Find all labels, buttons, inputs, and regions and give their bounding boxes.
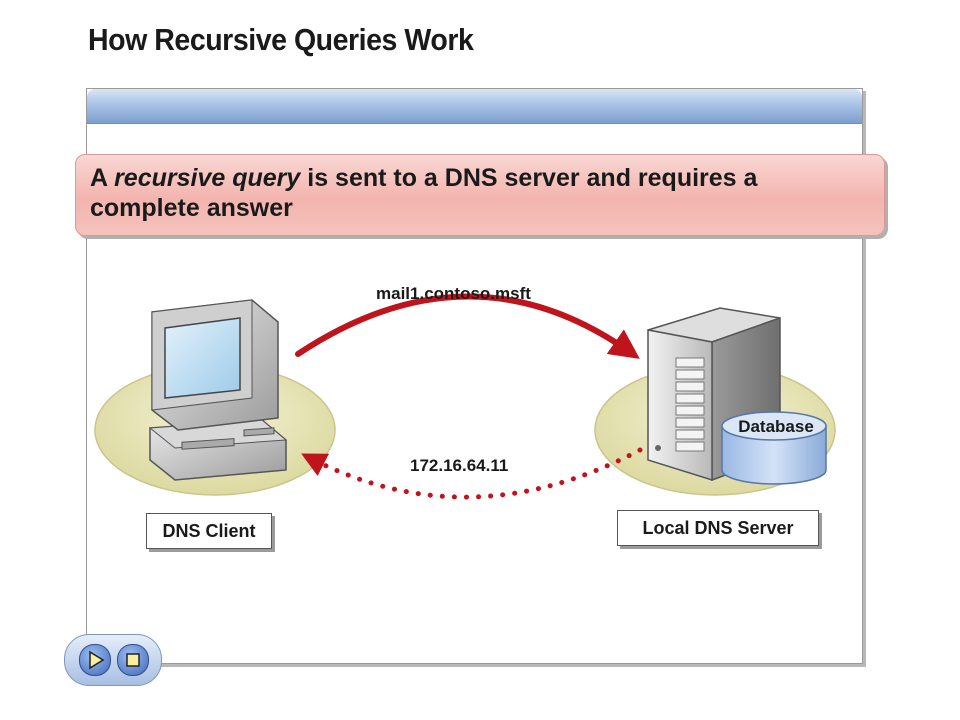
server-label: Local DNS Server — [617, 510, 819, 546]
slide-title: How Recursive Queries Work — [88, 22, 474, 57]
response-arrow — [301, 447, 643, 500]
banner-suffix: is sent to a DNS server and requires a c… — [90, 164, 758, 222]
stop-icon — [126, 653, 140, 667]
response-label: 172.16.64.11 — [410, 456, 509, 475]
definition-banner: A recursive query is sent to a DNS serve… — [75, 154, 885, 236]
banner-emphasis: recursive query — [114, 164, 301, 192]
panel-header — [87, 89, 862, 124]
stop-button[interactable] — [117, 644, 149, 676]
computer-icon — [148, 299, 288, 481]
play-icon — [89, 650, 105, 670]
database-label: Database — [738, 417, 814, 436]
query-arrow — [295, 293, 640, 359]
query-label: mail1.contoso.msft — [376, 284, 531, 303]
database-icon: Database — [721, 411, 827, 485]
client-label: DNS Client — [146, 513, 272, 549]
nav-button-group — [64, 634, 162, 686]
play-button[interactable] — [79, 644, 111, 676]
banner-prefix: A — [90, 164, 115, 192]
